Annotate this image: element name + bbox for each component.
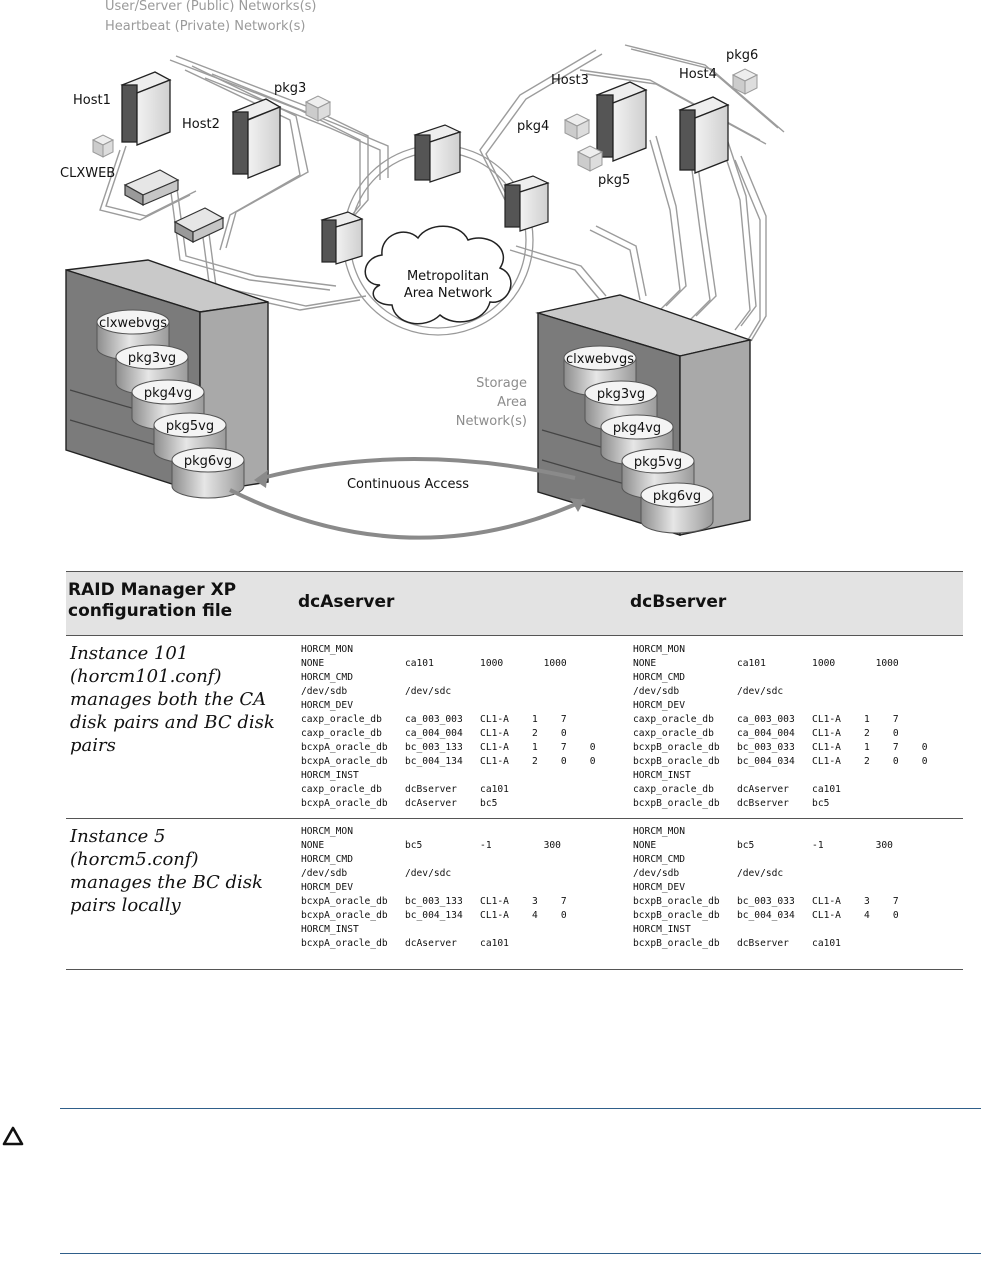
- pkg4-label: pkg4: [517, 119, 549, 134]
- right-disk-pkg6vg: pkg6vg: [640, 482, 714, 534]
- right-disk-label-pkg5vg: pkg5vg: [634, 455, 682, 470]
- host3-server: [595, 81, 648, 162]
- san-label-line2: Area: [497, 395, 527, 410]
- header-config-file: RAID Manager XP configuration file: [68, 580, 237, 621]
- host2-label: Host2: [182, 117, 220, 132]
- table-bottom-border: [66, 969, 963, 970]
- right-volume-group-disks: clxwebvgs pkg3vg pkg4vg pkg5vg pkg6vg: [563, 345, 714, 534]
- man-label-line1: Metropolitan: [407, 269, 489, 284]
- ca-arrowhead-left: [254, 470, 268, 488]
- pkg5-label: pkg5: [598, 173, 630, 188]
- instance-5-dcaserver-config: HORCM_MON NONE bc5 -1 300 HORCM_CMD /dev…: [301, 826, 567, 949]
- metropolitan-area-network-cloud: [364, 225, 512, 325]
- table-header-row: [66, 571, 963, 636]
- network-switch-1: [123, 169, 180, 207]
- caution-bottom-rule: [60, 1253, 981, 1254]
- man-label-line2: Area Network: [404, 286, 493, 301]
- left-disk-pkg5vg: pkg5vg: [153, 412, 227, 464]
- continuous-access-arrows: [229, 457, 586, 540]
- pkg5-package-icon: [576, 145, 604, 172]
- instance-101-description: Instance 101 (horcm101.conf) manages bot…: [70, 643, 275, 756]
- ca-arrowhead-right: [570, 498, 585, 512]
- legend-public-networks: User/Server (Public) Networks(s): [105, 0, 317, 14]
- host3-label: Host3: [551, 73, 589, 88]
- ring-server-top: [413, 124, 462, 183]
- left-disk-label-clxwebvgs: clxwebvgs: [99, 316, 167, 331]
- ring-server-left: [320, 211, 364, 265]
- caution-triangle-icon: [2, 1126, 24, 1146]
- host1-server: [120, 71, 172, 146]
- pkg6-label: pkg6: [726, 48, 758, 63]
- pkg3-label: pkg3: [274, 81, 306, 96]
- table-row-divider: [66, 818, 963, 819]
- instance-5-description: Instance 5 (horcm5.conf) manages the BC …: [70, 826, 263, 916]
- right-disk-label-pkg6vg: pkg6vg: [653, 489, 701, 504]
- host2-server: [231, 98, 282, 179]
- caution-top-rule: [60, 1108, 981, 1109]
- san-label-line1: Storage: [476, 376, 527, 391]
- clxweb-label: CLXWEB: [60, 166, 115, 181]
- instance-5-dcbserver-config: HORCM_MON NONE bc5 -1 300 HORCM_CMD /dev…: [633, 826, 899, 949]
- right-disk-label-pkg3vg: pkg3vg: [597, 387, 645, 402]
- continuous-access-label: Continuous Access: [347, 477, 469, 492]
- instance-101-dcbserver-config: HORCM_MON NONE ca101 1000 1000 HORCM_CMD…: [633, 644, 928, 809]
- clxweb-package-icon: [91, 134, 115, 158]
- header-dcbserver: dcBserver: [630, 592, 727, 612]
- instance-101-dcaserver-config: HORCM_MON NONE ca101 1000 1000 HORCM_CMD…: [301, 644, 596, 809]
- network-diagram: Metropolitan Area Network: [60, 44, 785, 540]
- left-disk-pkg6vg: pkg6vg: [171, 447, 245, 499]
- left-disk-label-pkg3vg: pkg3vg: [128, 351, 176, 366]
- host4-server: [678, 96, 730, 174]
- host4-label: Host4: [679, 67, 717, 82]
- pkg6-package-icon: [731, 68, 759, 95]
- legend-heartbeat-networks: Heartbeat (Private) Network(s): [105, 19, 306, 34]
- left-disk-label-pkg5vg: pkg5vg: [166, 419, 214, 434]
- san-label-line3: Network(s): [456, 414, 527, 429]
- ring-server-right: [503, 175, 550, 232]
- pkg4-package-icon: [563, 113, 591, 140]
- left-disk-label-pkg4vg: pkg4vg: [144, 386, 192, 401]
- network-switch-2: [173, 207, 225, 244]
- left-disk-label-pkg6vg: pkg6vg: [184, 454, 232, 469]
- right-disk-label-pkg4vg: pkg4vg: [613, 421, 661, 436]
- host1-label: Host1: [73, 93, 111, 108]
- left-volume-group-disks: clxwebvgs pkg3vg pkg4vg pkg5vg pkg6vg: [96, 309, 245, 499]
- pkg3-package-icon: [304, 95, 332, 122]
- header-dcaserver: dcAserver: [298, 592, 395, 612]
- right-disk-label-clxwebvgs: clxwebvgs: [566, 352, 634, 367]
